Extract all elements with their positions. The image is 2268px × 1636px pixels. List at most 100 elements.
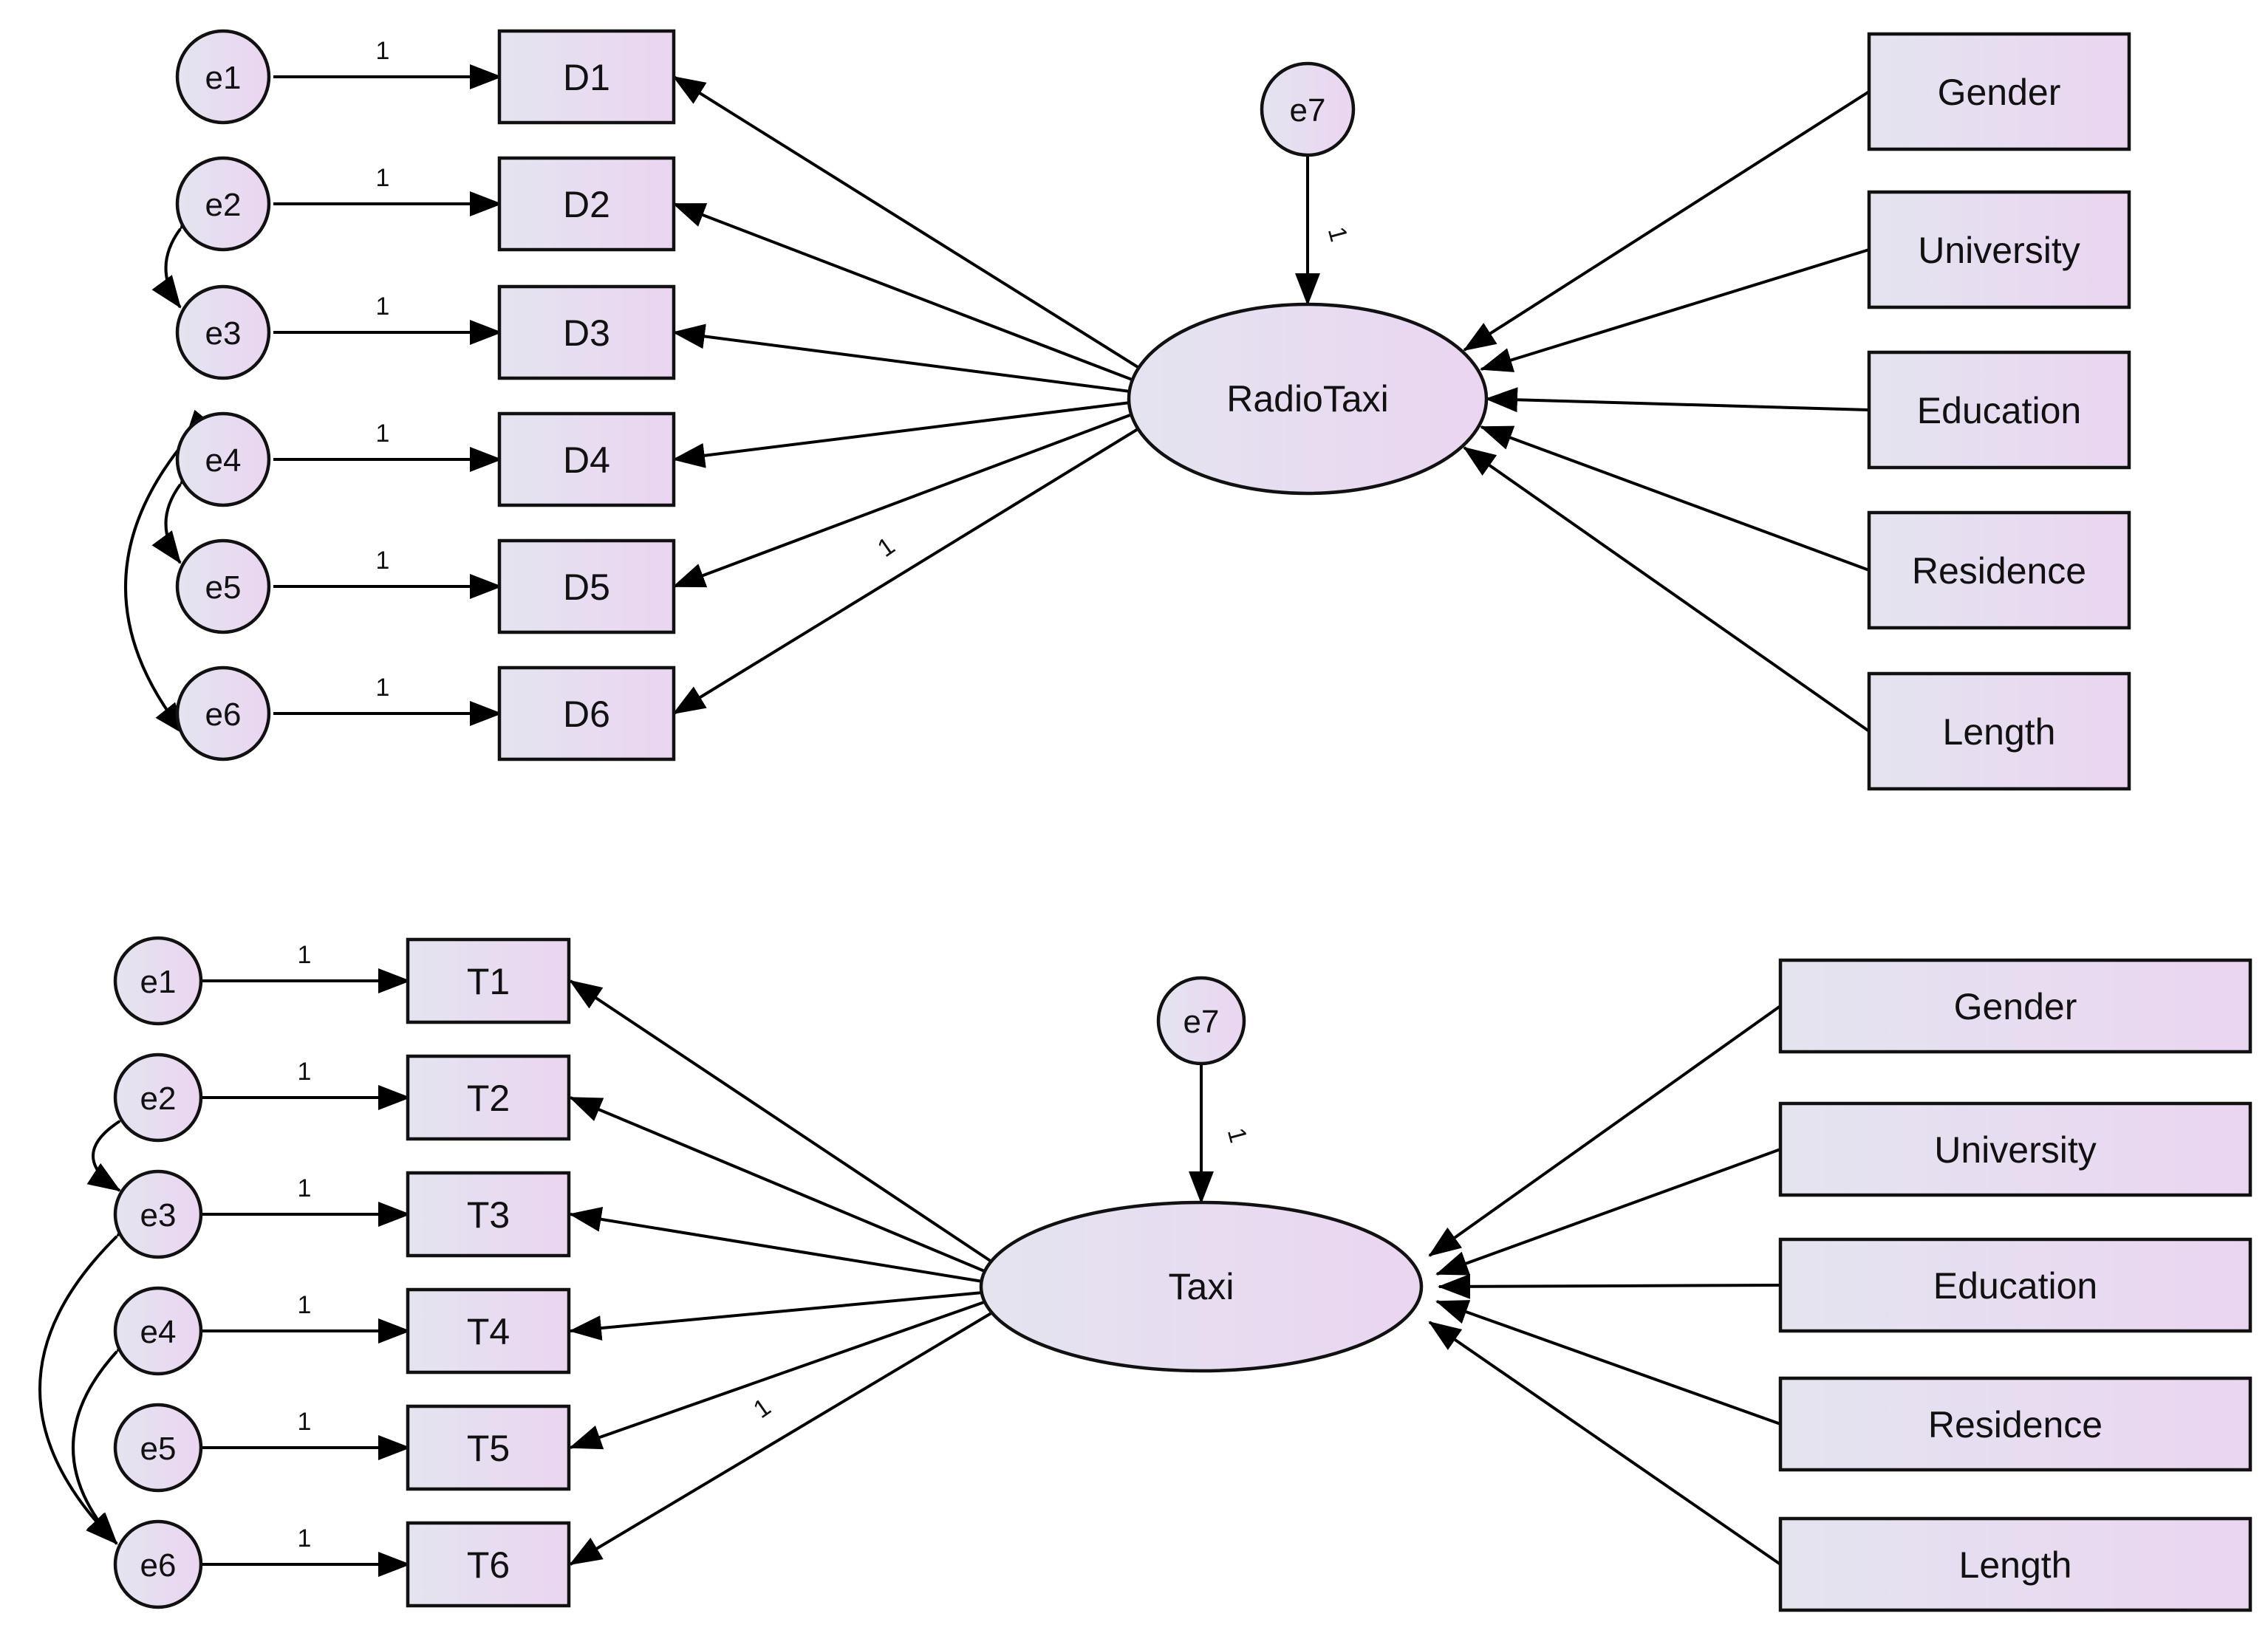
fixed-label: 1 [298, 1291, 312, 1319]
error-node [175, 538, 271, 634]
disturbance-label: e7 [1290, 92, 1326, 129]
regression-paths [1428, 1004, 1782, 1566]
fixed-label: 1 [376, 37, 390, 65]
covariance-e4-e6 [124, 409, 214, 736]
loading-taxi-t4 [569, 1291, 983, 1341]
error-label: e3 [140, 1197, 177, 1233]
error-label: e1 [140, 964, 177, 1000]
fixed-label: 1 [376, 674, 390, 702]
latent-node-radiotaxi [1127, 302, 1489, 496]
indicator-box [406, 1521, 571, 1608]
predictor-box [1867, 350, 2131, 470]
covariance-arcs [38, 1093, 153, 1545]
loading-paths [672, 75, 1143, 715]
latent-node-taxi [979, 1200, 1424, 1373]
fixed-label: 1 [872, 532, 900, 563]
indicator-nodes: T1 T2 T3 T4 T5 T6 [406, 937, 571, 1608]
error-paths [202, 968, 411, 1577]
indicator-label: D5 [563, 567, 610, 608]
loading-radiotaxi-d4 [672, 401, 1131, 468]
error-label: e6 [140, 1547, 177, 1584]
indicator-label: D3 [563, 312, 610, 354]
indicator-box [497, 284, 676, 380]
predictor-label: Education [1933, 1265, 2097, 1307]
indicator-nodes: D1 D2 D3 D4 D5 D6 [497, 29, 676, 761]
error-node [113, 1403, 203, 1493]
regression-gender-taxi [1428, 1004, 1782, 1257]
error-node [113, 936, 203, 1026]
predictor-label: Gender [1954, 986, 2077, 1027]
error-node [113, 1053, 203, 1143]
predictor-box [1778, 958, 2252, 1054]
error-label: e3 [205, 315, 242, 352]
predictor-box [1778, 1237, 2252, 1333]
regression-university-radiotaxi [1480, 248, 1870, 372]
fixed-label: 1 [1222, 1125, 1253, 1146]
model-taxi: 1 1 1 1 1 1 1 1 [38, 936, 2252, 1612]
indicator-box [406, 1054, 571, 1141]
predictor-label: Residence [1928, 1404, 2103, 1445]
loading-paths [569, 979, 995, 1566]
error-label: e6 [205, 697, 242, 733]
indicator-box [497, 538, 676, 634]
loading-taxi-t1 [569, 979, 995, 1264]
error-node [175, 156, 271, 252]
indicator-box [406, 1287, 571, 1375]
predictor-box [1867, 32, 2131, 151]
covariance-e2-e3 [151, 196, 209, 309]
indicator-label: D2 [563, 184, 610, 225]
error-node [113, 1169, 203, 1259]
disturbance-node [1156, 976, 1246, 1066]
error-label: e2 [205, 187, 242, 223]
indicator-box [497, 411, 676, 507]
error-node [175, 411, 271, 507]
loading-radiotaxi-d1 [672, 75, 1143, 371]
loading-radiotaxi-d3 [672, 324, 1131, 393]
indicator-box [406, 1404, 571, 1491]
indicator-box [497, 29, 676, 125]
predictor-box [1867, 671, 2131, 791]
fixed-label: 1 [298, 941, 312, 969]
predictor-label: Length [1959, 1544, 2072, 1586]
regression-length-taxi [1428, 1321, 1782, 1566]
indicator-label: D1 [563, 57, 610, 98]
regression-gender-radiotaxi [1463, 90, 1871, 352]
indicator-label: T3 [467, 1194, 510, 1236]
predictor-label: Length [1943, 711, 2056, 753]
indicator-box [497, 156, 676, 252]
error-label: e4 [140, 1314, 177, 1350]
covariance-arcs [124, 196, 214, 736]
indicator-label: T2 [467, 1078, 510, 1119]
error-node [175, 665, 271, 761]
regression-university-taxi [1435, 1148, 1781, 1276]
loading-taxi-t3 [569, 1206, 983, 1283]
indicator-box [406, 937, 571, 1024]
predictor-nodes: Gender University Education Residence Le… [1778, 958, 2252, 1612]
predictor-label: Education [1917, 390, 2081, 431]
regression-length-radiotaxi [1463, 446, 1871, 733]
predictor-nodes: Gender University Education Residence Le… [1867, 32, 2131, 791]
indicator-label: T4 [467, 1311, 510, 1352]
predictor-label: Gender [1938, 72, 2061, 113]
covariance-e3-e6 [38, 1205, 148, 1545]
loading-taxi-t6 [569, 1310, 995, 1566]
covariance-e2-e3 [86, 1093, 153, 1192]
indicator-label: T1 [467, 961, 510, 1002]
fixed-label: 1 [298, 1408, 312, 1436]
latent-label: Taxi [1169, 1266, 1234, 1307]
latent-label: RadioTaxi [1226, 378, 1389, 420]
predictor-label: Residence [1912, 550, 2086, 592]
predictor-box [1778, 1376, 2252, 1472]
loading-radiotaxi-d6 [672, 425, 1143, 715]
fixed-label: 1 [376, 420, 390, 448]
regression-paths [1463, 90, 1871, 733]
fixed-labels: 1 1 1 1 1 1 1 1 [376, 37, 1353, 702]
indicator-box [406, 1171, 571, 1258]
disturbance-node [1260, 61, 1356, 157]
error-label: e4 [205, 442, 242, 479]
predictor-label: University [1918, 230, 2080, 271]
fixed-label: 1 [1322, 224, 1353, 244]
predictor-box [1867, 510, 2131, 630]
loading-radiotaxi-d5 [672, 412, 1135, 588]
